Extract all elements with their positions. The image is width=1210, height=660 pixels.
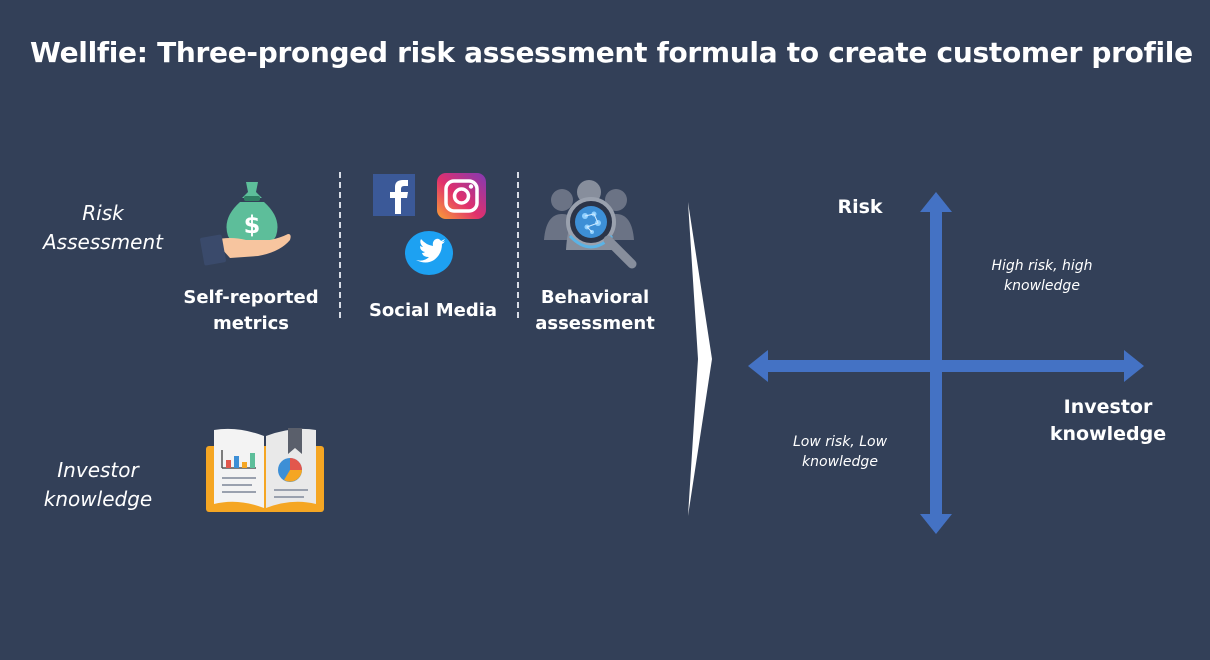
self-reported-line2: metrics	[213, 313, 289, 334]
x-axis-label-line1: Investor	[1063, 396, 1153, 418]
row-label-investor-knowledge: Investor knowledge	[25, 456, 171, 514]
y-axis-label: Risk	[837, 196, 883, 218]
row-label-risk-line1: Risk	[82, 201, 124, 225]
chevron-arrow-icon	[686, 200, 716, 518]
behavioral-line2: assessment	[535, 313, 655, 334]
behavioral-line1: Behavioral	[540, 287, 650, 308]
row-label-investor-line2: knowledge	[43, 487, 153, 511]
twitter-icon	[404, 230, 454, 276]
quadrant-axes	[746, 190, 1146, 536]
svg-text:$: $	[244, 211, 261, 239]
row-label-risk-line2: Assessment	[43, 230, 163, 254]
x-axis-label-line2: knowledge	[1049, 423, 1167, 445]
instagram-icon	[437, 173, 486, 219]
self-reported-label: Self-reported metrics	[180, 285, 322, 337]
quadrant-low-label: Low risk, Low knowledge	[776, 432, 904, 470]
quadrant-high-line2: knowledge	[1004, 278, 1080, 294]
quadrant-high-line1: High risk, high	[991, 258, 1093, 274]
open-book-chart-icon	[204, 426, 326, 520]
x-axis-label: Investor knowledge	[1038, 394, 1178, 448]
behavioral-brain-icon	[536, 178, 642, 270]
row-label-investor-line1: Investor	[57, 458, 139, 482]
social-media-line1: Social Media	[368, 300, 498, 321]
quadrant-low-line1: Low risk, Low	[792, 434, 888, 450]
divider-1	[339, 172, 341, 318]
social-media-label: Social Media	[362, 298, 504, 324]
quadrant-high-label: High risk, high knowledge	[976, 256, 1108, 296]
divider-2	[517, 172, 519, 318]
quadrant-low-line2: knowledge	[802, 454, 878, 470]
row-label-risk-assessment: Risk Assessment	[30, 199, 176, 257]
behavioral-label: Behavioral assessment	[526, 285, 664, 337]
self-reported-line1: Self-reported	[183, 287, 319, 308]
facebook-icon	[373, 174, 415, 216]
page-title: Wellfie: Three-pronged risk assessment f…	[30, 36, 1193, 69]
money-bag-hand-icon: $	[200, 178, 295, 270]
